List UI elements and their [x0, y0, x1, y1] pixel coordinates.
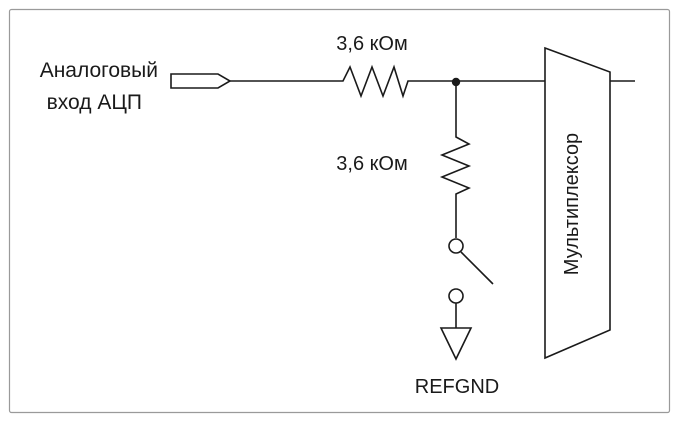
shunt-resistor-label: 3,6 кОм — [336, 153, 407, 175]
input-port-connector — [170, 73, 232, 89]
series-resistor — [335, 64, 414, 99]
ground-label: REFGND — [415, 376, 499, 398]
shunt-resistor — [439, 132, 472, 199]
input-label-line2: вход АЦП — [47, 91, 142, 114]
switch-contact-top — [448, 238, 464, 254]
series-resistor-label: 3,6 кОм — [336, 33, 407, 55]
ground-symbol-icon — [439, 327, 473, 361]
switch-contact-bottom — [448, 288, 464, 304]
multiplexer-block — [544, 46, 611, 360]
input-label-line1: Аналоговый — [40, 59, 158, 82]
multiplexer-label: Мультиплексор — [561, 133, 583, 275]
switch-blade — [460, 251, 494, 285]
diagram-border — [8, 8, 671, 414]
